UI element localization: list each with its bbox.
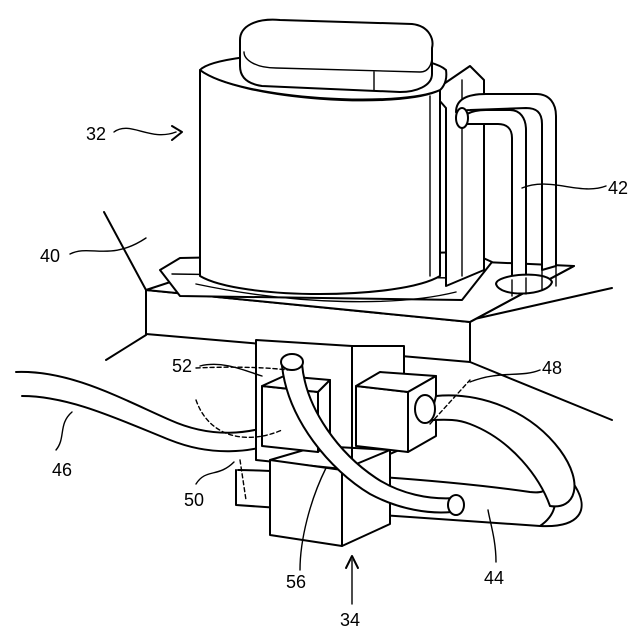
label-32: 32 — [86, 124, 106, 144]
motor-assembly — [160, 20, 492, 302]
label-48: 48 — [542, 358, 562, 378]
label-50: 50 — [184, 490, 204, 510]
label-46: 46 — [52, 460, 72, 480]
hose-44-front — [415, 395, 574, 506]
label-34: 34 — [340, 610, 360, 630]
label-40: 40 — [40, 246, 60, 266]
label-44: 44 — [484, 568, 504, 588]
label-56: 56 — [286, 572, 306, 592]
label-52: 52 — [172, 356, 192, 376]
hose-46 — [16, 372, 285, 451]
label-42: 42 — [608, 178, 628, 198]
